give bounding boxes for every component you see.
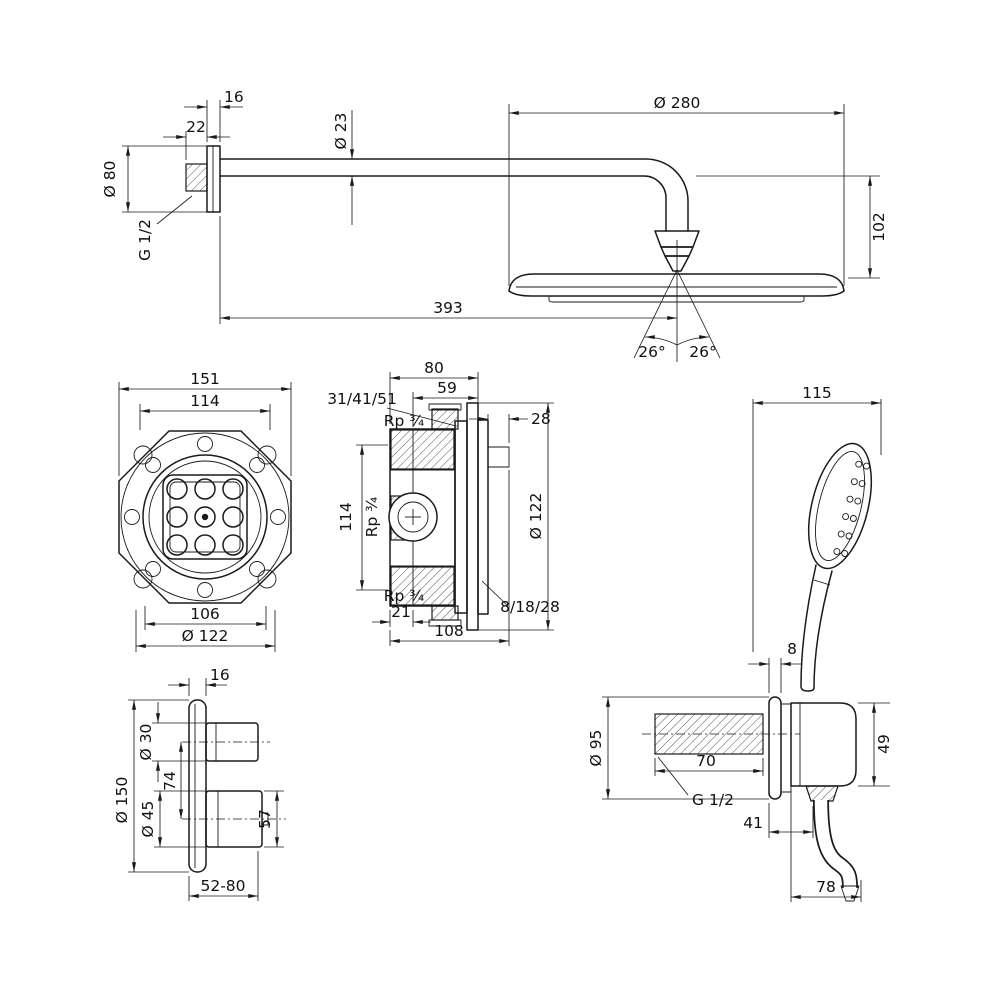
dim-trim-depth-options: 8/18/28 (500, 598, 560, 616)
dim-outlet-plate-diameter: Ø 95 (587, 730, 605, 767)
dim-front-depth: 59 (437, 379, 457, 397)
shower-head-plate (508, 273, 845, 303)
view-hand-shower: 115 (752, 384, 882, 692)
dim-handle-projection: 57 (256, 809, 274, 829)
spray-face (833, 460, 870, 557)
dim-spray-angle-left: 26° (638, 343, 665, 361)
dim-stub-length: 22 (186, 118, 206, 136)
dim-projection: 78 (816, 878, 836, 896)
dim-front-diameter: Ø 122 (182, 627, 229, 645)
basic-set-side-dimensions: 80 59 31/41/51 28 Rp ¾ 114 Rp ¾ (327, 359, 560, 646)
dim-arm-diameter: Ø 23 (332, 113, 350, 150)
shower-arm (219, 158, 689, 232)
dim-install-depth-options: 31/41/51 (327, 390, 397, 408)
dim-overall-width: 151 (190, 370, 220, 388)
dim-flange-depth: 16 (224, 88, 244, 106)
view-thermostat: 16 Ø 30 Ø 150 74 Ø 45 57 (113, 666, 286, 901)
dim-top-offset: 28 (531, 410, 551, 428)
dim-head-height: 102 (870, 212, 888, 242)
dim-thread-top: Rp ¾ (384, 412, 425, 430)
dim-outlet-thread: G 1/2 (692, 791, 734, 809)
dim-pipe-length: 70 (696, 752, 716, 770)
hand-shower-body (800, 442, 873, 692)
dim-overall-depth: 80 (424, 359, 444, 377)
dim-handle-spacing: 74 (161, 771, 179, 791)
dim-connection-thread: G 1/2 (136, 219, 154, 261)
dim-flange-diameter: Ø 122 (527, 493, 545, 540)
dim-spray-angle-right: 26° (689, 343, 716, 361)
dim-inner-width: 114 (190, 392, 220, 410)
wall-outlet-body (642, 696, 860, 902)
thermostat-body (182, 699, 286, 873)
view-wall-outlet: 8 Ø 95 70 G 1/2 49 41 (587, 640, 893, 902)
dim-arm-reach: 393 (433, 299, 463, 317)
dim-port-spacing: 114 (337, 502, 355, 532)
dim-large-handle-diameter: Ø 45 (139, 801, 157, 838)
dim-small-handle-diameter: Ø 30 (137, 724, 155, 761)
basic-set-body (118, 430, 292, 604)
view-basic-set-front: 151 114 106 Ø 122 (118, 370, 292, 652)
view-basic-set-side: 80 59 31/41/51 28 Rp ¾ 114 Rp ¾ (327, 359, 560, 646)
dim-head-diameter: Ø 280 (654, 94, 701, 112)
dim-plate-depth: 16 (210, 666, 230, 684)
basic-set-front-dimensions: 151 114 106 Ø 122 (118, 370, 292, 652)
dim-body-depth: 108 (434, 622, 464, 640)
dim-bottom-offset: 21 (391, 603, 411, 621)
ball-joint (654, 230, 700, 272)
wall-outlet-dimensions: 8 Ø 95 70 G 1/2 49 41 (587, 640, 893, 902)
hand-shower-dimensions: 115 (752, 384, 882, 652)
wall-flange (185, 145, 221, 213)
dim-thread-side: Rp ¾ (363, 497, 381, 538)
basic-set-side-body (388, 402, 510, 631)
dim-escutcheon-diameter: Ø 80 (101, 161, 119, 198)
dim-thread-bottom: Rp ¾ (384, 587, 425, 605)
overhead-dimensions: 16 22 Ø 23 Ø 280 Ø 80 G 1/2 (101, 88, 888, 362)
dim-hose-offset: 41 (743, 814, 763, 832)
dim-hand-shower-width: 115 (802, 384, 832, 402)
thermostat-dimensions: 16 Ø 30 Ø 150 74 Ø 45 57 (113, 666, 284, 901)
dim-install-depth-range: 52-80 (200, 877, 245, 895)
dim-body-height: 49 (875, 734, 893, 754)
dim-plate-diameter: Ø 150 (113, 777, 131, 824)
dim-lower-width: 106 (190, 605, 220, 623)
view-overhead-shower: 16 22 Ø 23 Ø 280 Ø 80 G 1/2 (101, 88, 888, 362)
dim-outlet-plate-depth: 8 (787, 640, 797, 658)
